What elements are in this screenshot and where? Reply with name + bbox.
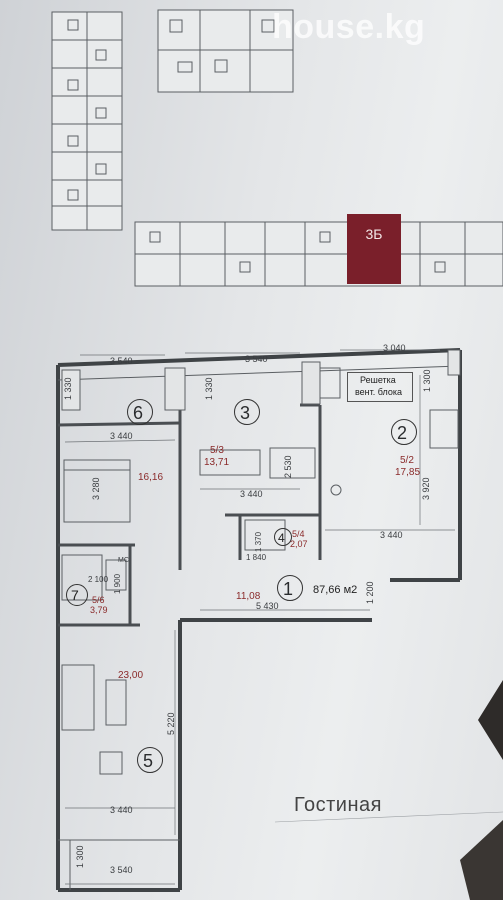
room-area-6: 16,16	[138, 472, 164, 483]
dim-5430: 5 430	[256, 601, 279, 611]
dim-3440-room5: 3 440	[110, 805, 133, 815]
building-block-strip	[134, 221, 503, 287]
room-code-2: 5/2	[400, 455, 414, 466]
dim-1300-top: 1 300	[422, 369, 432, 392]
dim-3540-top-mid: 3 540	[245, 354, 268, 364]
dim-3280: 3 280	[91, 477, 101, 500]
room-circle-6	[127, 399, 153, 425]
vent-label-line2: вент. блока	[355, 387, 403, 397]
total-area: 87,66 м2	[313, 584, 358, 596]
dim-1900: 1 900	[113, 573, 122, 594]
dim-1370: 1 370	[254, 531, 263, 552]
furniture	[61, 367, 459, 775]
room-area-5: 23,00	[118, 670, 144, 681]
section-badge-label: 3Б	[365, 226, 383, 242]
dim-3920: 3 920	[421, 477, 431, 500]
dim-1200: 1 200	[365, 581, 375, 604]
room-circle-5	[137, 747, 163, 773]
watermark-logo: house.kg	[272, 8, 426, 46]
room-code-4: 5/4	[292, 529, 305, 539]
balcony-lines	[57, 349, 461, 890]
dim-3440-room3: 3 440	[240, 489, 263, 499]
vent-label-line1: Решетка	[360, 375, 396, 385]
room-area-3: 13,71	[204, 457, 230, 468]
room-area-7: 3,79	[90, 605, 108, 615]
dim-5220: 5 220	[166, 712, 176, 735]
dim-1330-mid: 1 330	[204, 377, 214, 400]
apartment-walls	[56, 348, 462, 892]
room-area-4: 2,07	[290, 539, 308, 549]
room-circle-3	[234, 399, 260, 425]
vent-label-box	[347, 372, 413, 402]
section-badge: 3Б	[347, 214, 401, 284]
caption-living-room: Гостиная	[294, 794, 382, 816]
dimension-lines	[64, 349, 455, 885]
dim-3540-top-left: 3 540	[110, 356, 133, 366]
dim-1300-bottom: 1 300	[75, 845, 85, 868]
room-circle-4	[274, 528, 292, 546]
dim-3440-room2: 3 440	[380, 530, 403, 540]
room-area-2: 17,85	[395, 467, 421, 478]
dim-2530: 2 530	[283, 455, 293, 478]
dim-3440-room6: 3 440	[110, 431, 133, 441]
dim-1330-left: 1 330	[63, 377, 73, 400]
dim-mc: МС	[118, 557, 129, 564]
room-circle-2	[391, 419, 417, 445]
building-block-left	[51, 11, 123, 231]
dim-3040: 3 040	[383, 343, 406, 353]
building-block-top	[157, 9, 294, 93]
room-circle-7	[66, 584, 88, 606]
dim-2100: 2 100	[88, 575, 109, 584]
dim-1840: 1 840	[246, 553, 267, 562]
dim-3540-bottom: 3 540	[110, 865, 133, 875]
room-circle-1	[277, 575, 303, 601]
room-code-3: 5/3	[210, 445, 224, 456]
room-area-1: 11,08	[236, 591, 261, 602]
room-code-7: 5/6	[92, 595, 105, 605]
